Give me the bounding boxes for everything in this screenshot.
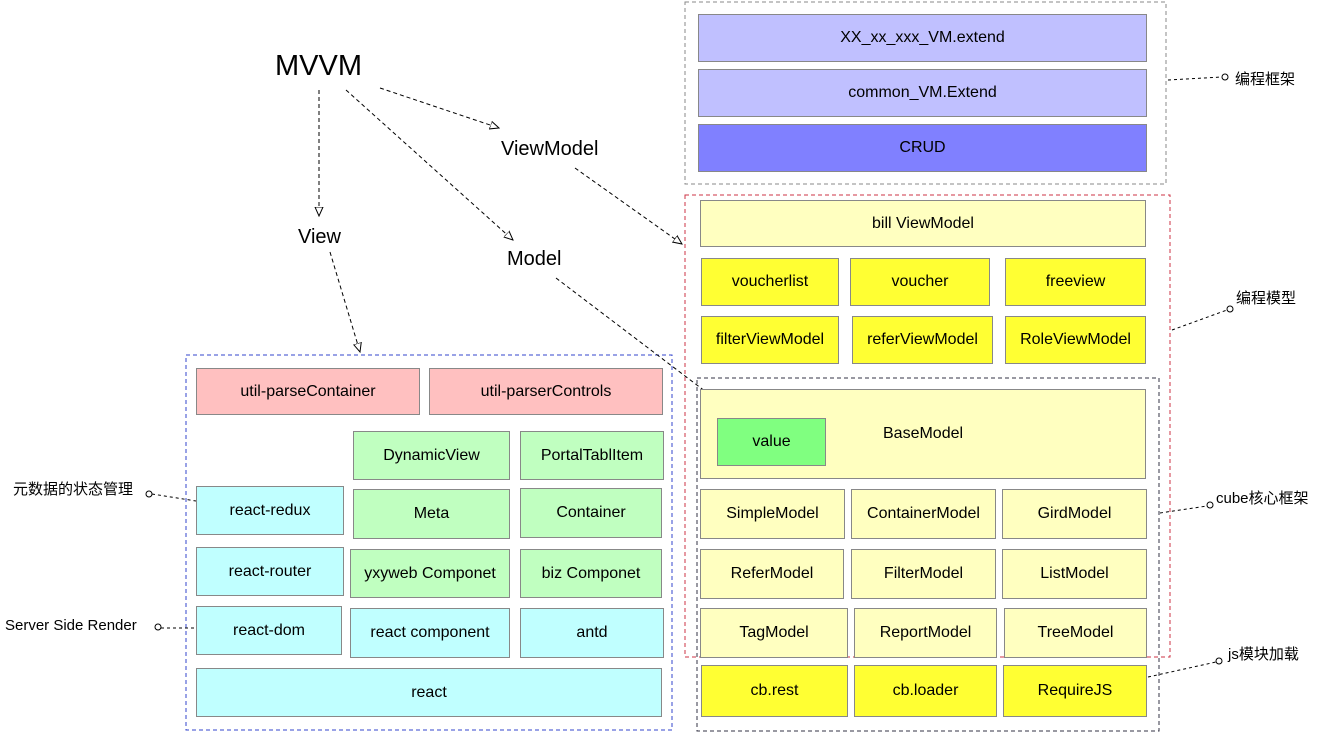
model-group-outline [684, 194, 1171, 658]
leader-programming-model [1171, 309, 1228, 331]
react-component: react component [350, 608, 510, 658]
leader-cube-core [1159, 505, 1208, 514]
portal-tab-item: PortalTablItem [520, 431, 664, 480]
arrow-viewmodel-to-group [574, 167, 682, 244]
leader-metadata [151, 493, 197, 502]
viewmodel-freeview: freeview [1005, 258, 1146, 306]
bill-viewmodel: bill ViewModel [700, 200, 1146, 247]
framework-crud: CRUD [698, 124, 1147, 172]
node-viewmodel: ViewModel [501, 138, 599, 160]
model-report: ReportModel [854, 608, 997, 658]
model-gird: GirdModel [1002, 489, 1147, 539]
view-group-outline [185, 354, 673, 731]
model-list: ListModel [1002, 549, 1147, 599]
leader-dot-cube-core [1206, 501, 1214, 509]
leader-dot-programming-model [1226, 305, 1234, 313]
node-view: View [298, 226, 341, 248]
leader-dot-js-module [1215, 657, 1223, 665]
framework-common-vm-extend: common_VM.Extend [698, 69, 1147, 117]
util-parse-container: util-parseContainer [196, 368, 420, 415]
react-router: react-router [196, 547, 344, 596]
cube-core-group-outline [696, 377, 1160, 732]
model-simple: SimpleModel [700, 489, 845, 539]
antd: antd [520, 608, 664, 658]
arrow-mvvm-to-model [345, 89, 513, 240]
callout-server-side-render: Server Side Render [5, 617, 137, 634]
model-tree: TreeModel [1004, 608, 1147, 658]
react: react [196, 668, 662, 717]
viewmodel-refer: referViewModel [852, 316, 993, 364]
viewmodel-voucherlist: voucherlist [701, 258, 839, 306]
arrow-mvvm-to-viewmodel [379, 87, 499, 128]
model-tag: TagModel [700, 608, 848, 658]
arrow-view-to-group [329, 251, 360, 352]
container: Container [520, 488, 662, 538]
leader-dot-ssr [154, 623, 162, 631]
callout-cube-core-framework: cube核心框架 [1216, 490, 1309, 507]
base-model-label: BaseModel [883, 425, 964, 442]
viewmodel-voucher: voucher [850, 258, 990, 306]
meta: Meta [353, 489, 510, 539]
node-model: Model [507, 248, 562, 270]
util-parser-controls: util-parserControls [429, 368, 663, 415]
viewmodel-role: RoleViewModel [1005, 316, 1146, 364]
viewmodel-filter: filterViewModel [701, 316, 839, 364]
callout-programming-model: 编程模型 [1236, 290, 1297, 307]
framework-group-outline [684, 1, 1167, 185]
leader-dot-metadata [145, 490, 153, 498]
yxyweb-componet: yxyweb Componet [350, 549, 510, 598]
loader-cb-loader: cb.loader [854, 665, 997, 717]
callout-metadata-state-mgmt: 元数据的状态管理 [13, 481, 134, 498]
framework-xx-vm-extend: XX_xx_xxx_VM.extend [698, 14, 1147, 62]
callout-programming-framework: 编程框架 [1235, 71, 1296, 88]
model-filter: FilterModel [851, 549, 996, 599]
leader-js-module [1147, 661, 1217, 678]
loader-requirejs: RequireJS [1003, 665, 1147, 717]
loader-cb-rest: cb.rest [701, 665, 848, 717]
node-mvvm: MVVM [275, 50, 362, 82]
react-dom: react-dom [196, 606, 342, 655]
value-field: value [717, 418, 826, 466]
model-container: ContainerModel [851, 489, 996, 539]
dynamic-view: DynamicView [353, 431, 510, 480]
react-redux: react-redux [196, 486, 344, 535]
model-refer: ReferModel [700, 549, 844, 599]
callout-js-module-loading: js模块加载 [1228, 646, 1299, 663]
leader-dot-programming-framework [1221, 73, 1229, 81]
leader-programming-framework [1167, 76, 1223, 81]
biz-componet: biz Componet [520, 549, 662, 598]
